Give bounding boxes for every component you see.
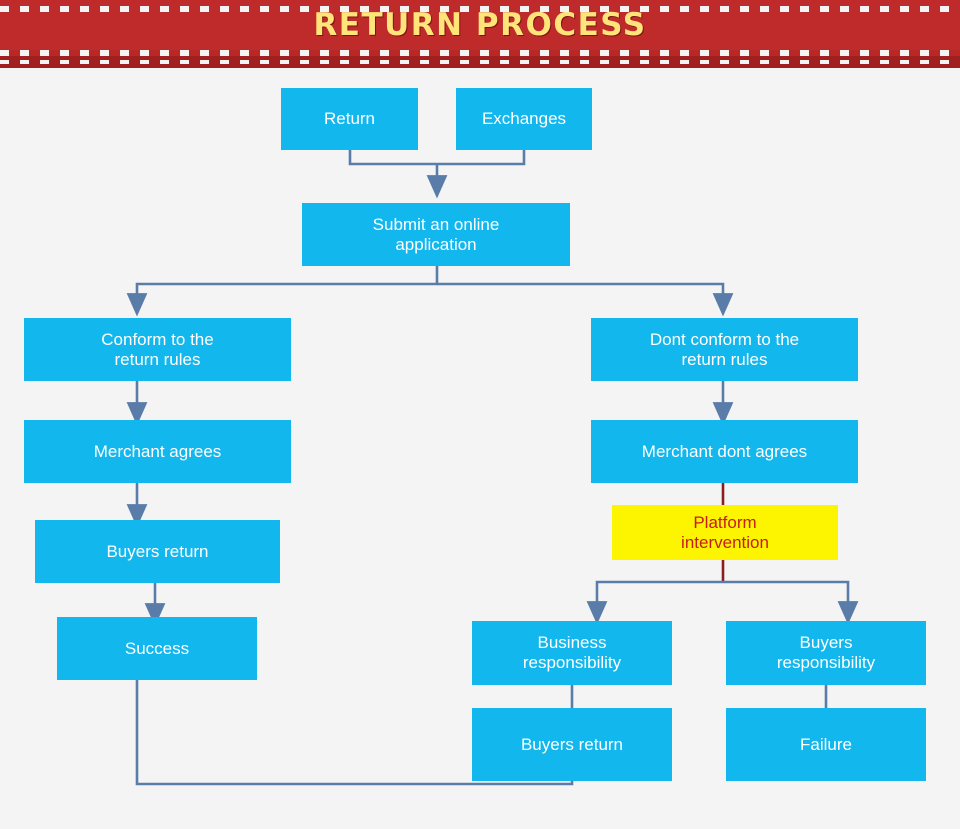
node-success-label: Success — [124, 638, 190, 658]
node-conform-label: Conform to the return rules — [101, 329, 214, 369]
node-success[interactable]: Success — [57, 617, 257, 680]
node-buyers-return-right-label: Buyers return — [520, 734, 624, 754]
node-exchanges[interactable]: Exchanges — [456, 88, 592, 150]
node-submit-label: Submit an online application — [372, 214, 500, 254]
node-business-responsibility[interactable]: Business responsibility — [472, 621, 672, 685]
node-exchanges-label: Exchanges — [481, 109, 567, 129]
node-buyers-return-left-label: Buyers return — [106, 541, 209, 561]
node-merchant-dont-agrees-label: Merchant dont agrees — [641, 441, 808, 461]
banner-perforation-top — [0, 6, 960, 12]
node-merchant-agrees-label: Merchant agrees — [93, 441, 222, 461]
node-submit-online-application[interactable]: Submit an online application — [302, 203, 570, 266]
node-buyers-return-right[interactable]: Buyers return — [472, 708, 672, 781]
node-merchant-dont-agrees[interactable]: Merchant dont agrees — [591, 420, 858, 483]
header-banner: RETURN PROCESS — [0, 0, 960, 68]
banner-perforation-bottom-2 — [0, 60, 960, 64]
node-buyers-responsibility[interactable]: Buyers responsibility — [726, 621, 926, 685]
node-failure-label: Failure — [800, 734, 852, 754]
node-merchant-agrees[interactable]: Merchant agrees — [24, 420, 291, 483]
node-dont-conform-to-return-rules[interactable]: Dont conform to the return rules — [591, 318, 858, 381]
banner-perforation-bottom — [0, 50, 960, 56]
node-return[interactable]: Return — [281, 88, 418, 150]
node-business-responsibility-label: Business responsibility — [522, 633, 622, 672]
node-buyers-responsibility-label: Buyers responsibility — [776, 633, 876, 672]
node-platform-intervention[interactable]: Platform intervention — [612, 505, 838, 560]
node-platform-intervention-label: Platform intervention — [681, 512, 769, 552]
node-failure[interactable]: Failure — [726, 708, 926, 781]
node-return-label: Return — [323, 109, 376, 129]
flowchart-canvas: Return Exchanges Submit an online applic… — [0, 68, 960, 829]
node-conform-to-return-rules[interactable]: Conform to the return rules — [24, 318, 291, 381]
node-buyers-return-left[interactable]: Buyers return — [35, 520, 280, 583]
node-dont-conform-label: Dont conform to the return rules — [649, 329, 800, 369]
page-title: RETURN PROCESS — [313, 7, 647, 43]
